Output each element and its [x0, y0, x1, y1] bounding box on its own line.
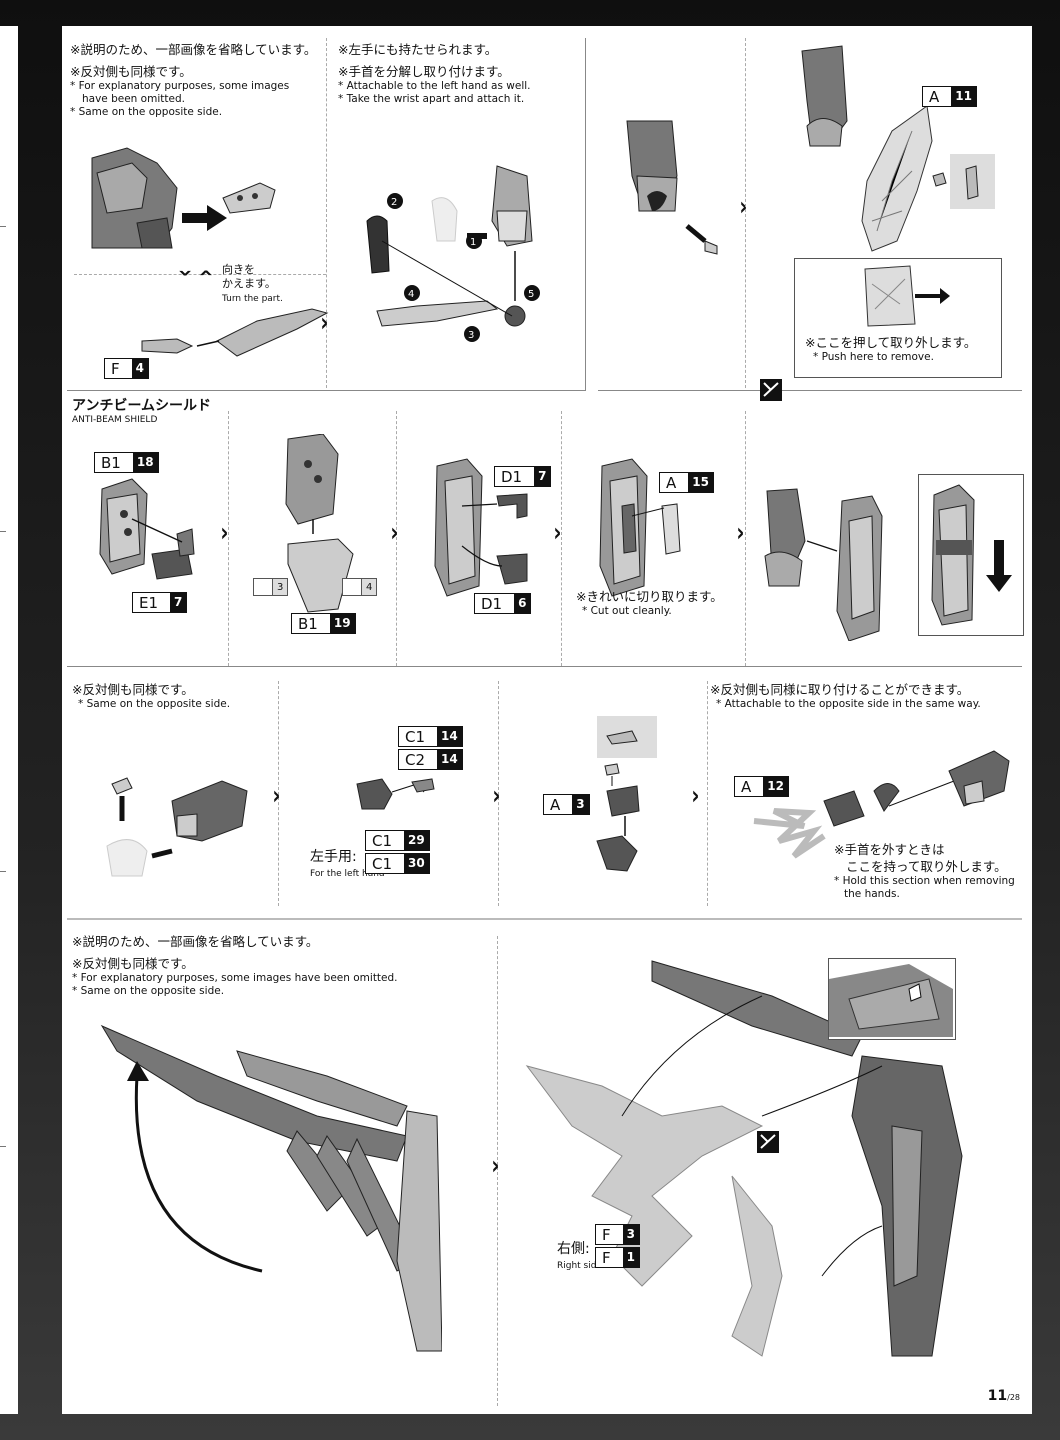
previous-page-edge	[0, 26, 18, 1414]
part-callout-3: 3	[253, 578, 289, 596]
right-side-label: 右側: Right side	[557, 1241, 602, 1271]
left-hand-note: ※左手にも持たせられます。 ※手首を分解し取り付けます。 * Attachabl…	[338, 42, 531, 105]
arm-illustration	[626, 120, 718, 255]
next-arrow: ›	[491, 1151, 500, 1181]
arm-hand-illustration	[801, 45, 848, 147]
step-1-badge: 1	[470, 237, 476, 248]
wing-detail-box	[828, 958, 956, 1040]
wing-omit-note: ※説明のため、一部画像を省略しています。 ※反対側も同様です。 * For ex…	[72, 934, 398, 997]
shield-attach-illustration	[764, 488, 883, 641]
next-arrow: ›	[272, 781, 281, 811]
forearm-illustration	[106, 777, 248, 877]
shield-detail-box	[918, 474, 1024, 636]
next-arrow: ›	[220, 518, 229, 548]
attach-opposite-note: ※反対側も同様に取り付けることができます。 * Attachable to th…	[710, 682, 981, 710]
next-arrow: ›	[320, 308, 329, 338]
shield-step1-illustration	[99, 478, 195, 580]
wing-beam-assembly-illustration	[525, 960, 963, 1357]
shield-step2-illustration	[285, 434, 354, 613]
turn-note: 向きを かえます。 Turn the part.	[222, 263, 283, 304]
left-hand-label: 左手用: For the left hand	[310, 849, 385, 879]
next-arrow: ›	[691, 781, 700, 811]
hand-parts-illustration	[356, 778, 435, 810]
shield-step4-illustration	[599, 458, 681, 597]
push-detail-illustration	[864, 265, 950, 327]
wing-unfold-illustration	[100, 1024, 442, 1352]
page-number: 11/28	[987, 1388, 1020, 1404]
remove-hand-note: ※手首を外すときは ここを持って取り外します。 * Hold this sect…	[834, 842, 1015, 900]
push-note: ※ここを押して取り外します。 * Push here to remove.	[805, 335, 977, 363]
remove-detail-box: ※ここを押して取り外します。 * Push here to remove.	[794, 258, 1002, 378]
opposite-note: ※反対側も同様です。 * Same on the opposite side.	[72, 682, 231, 710]
step-4-badge: 4	[408, 289, 414, 300]
hand-beam-illustration	[753, 750, 1010, 859]
shoulder-part-illustration	[222, 182, 276, 214]
scissors-icon	[760, 379, 782, 401]
small-part-illustration	[932, 154, 995, 209]
section-title: アンチビームシールド ANTI-BEAM SHIELD	[72, 398, 212, 425]
wing-detail-illustration	[829, 964, 953, 1037]
down-arrow-2: ›	[190, 268, 221, 278]
next-arrow: ›	[736, 518, 745, 548]
detail-thumb-illustration	[597, 716, 657, 758]
torso-shoulder-illustration	[91, 147, 227, 249]
next-arrow: ›	[492, 781, 501, 811]
hand-step3-illustration	[596, 763, 640, 872]
step-3-badge: 3	[468, 330, 474, 341]
next-arrow: ›	[390, 518, 399, 548]
next-arrow: ›	[739, 192, 748, 222]
next-arrow: ›	[553, 518, 562, 548]
cut-note: ※きれいに切り取ります。 * Cut out cleanly.	[576, 589, 723, 617]
shield-step3-illustration	[434, 458, 528, 597]
shoulder-armor-illustration	[141, 308, 329, 357]
step-5-badge: 5	[528, 289, 534, 300]
instruction-page: ※説明のため、一部画像を省略しています。 ※反対側も同様です。 * For ex…	[62, 26, 1032, 1414]
omit-note: ※説明のため、一部画像を省略しています。 ※反対側も同様です。 * For ex…	[70, 42, 317, 118]
shield-detail-illustration	[931, 484, 1012, 626]
step-2-badge: 2	[391, 197, 397, 208]
part-callout-4: 4	[342, 578, 378, 596]
wrist-assembly-illustration: 2 1 3 4 5	[366, 165, 540, 342]
